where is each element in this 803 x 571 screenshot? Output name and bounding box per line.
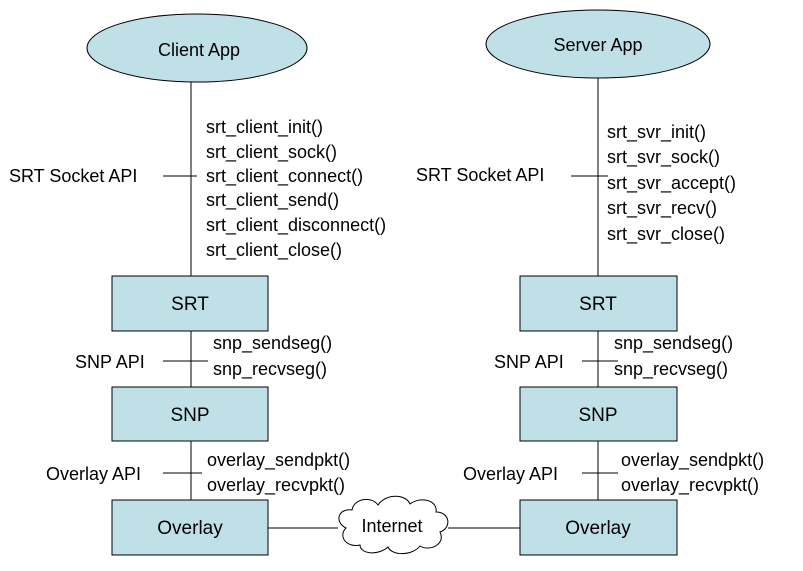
server-srt-rect [519,275,678,332]
client-app-label: Client App [158,40,240,60]
server-app-node: Server App [485,9,711,79]
client-snp-api-label: SNP API [75,352,145,372]
client-snp-function: snp_recvseg() [213,359,327,380]
client-srt-function: srt_client_send() [206,190,339,211]
internet-cloud: Internet [338,495,449,555]
server-overlay-box: Overlay [519,499,678,556]
server-overlay-api-label: Overlay API [463,464,558,484]
client-srt-api-label: SRT Socket API [9,166,137,186]
client-snp-rect [111,386,269,442]
client-srt-function: srt_client_disconnect() [206,215,386,236]
client-overlay-function: overlay_sendpkt() [207,450,350,471]
server-snp-box: SNP [519,386,678,442]
client-overlay-api-label: Overlay API [46,464,141,484]
client-overlay-label: Overlay [157,518,223,539]
server-srt-label: SRT [579,294,617,315]
server-overlay-rect [519,499,678,556]
server-snp-rect [519,386,678,442]
server-overlay-function: overlay_sendpkt() [621,450,764,471]
server-snp-function: snp_sendseg() [614,333,733,354]
server-srt-box: SRT [519,275,678,332]
server-snp-function: snp_recvseg() [614,359,728,380]
client-srt-box: SRT [111,275,269,332]
server-srt-function: srt_svr_close() [607,224,725,245]
client-srt-label: SRT [171,294,209,315]
client-srt-function: srt_client_close() [206,240,342,261]
server-srt-function: srt_svr_accept() [607,173,736,194]
client-overlay-box: Overlay [111,499,269,556]
server-srt-function: srt_svr_sock() [607,147,720,168]
client-srt-function: srt_client_sock() [206,142,337,163]
server-srt-api-label: SRT Socket API [416,165,544,185]
server-app-ellipse [485,9,711,79]
client-overlay-rect [111,499,269,556]
server-overlay-function: overlay_recvpkt() [621,475,759,496]
client-srt-rect [111,275,269,332]
internet-cloud-icon [338,495,449,555]
internet-label: Internet [361,516,422,536]
client-snp-label: SNP [170,405,209,426]
client-snp-function: snp_sendseg() [213,333,332,354]
client-app-ellipse [86,13,308,83]
server-snp-api-label: SNP API [494,352,564,372]
client-app-node: Client App [86,13,308,83]
client-srt-function: srt_client_init() [206,117,323,138]
server-srt-function: srt_svr_init() [607,122,706,143]
server-srt-functions: srt_svr_init() srt_svr_sock() srt_svr_ac… [607,122,736,245]
client-srt-functions: srt_client_init() srt_client_sock() srt_… [206,117,386,261]
client-srt-function: srt_client_connect() [206,166,363,187]
server-app-label: Server App [553,35,642,55]
server-snp-label: SNP [578,405,617,426]
server-overlay-label: Overlay [565,518,631,539]
client-snp-box: SNP [111,386,269,442]
client-overlay-function: overlay_recvpkt() [207,475,345,496]
server-srt-function: srt_svr_recv() [607,198,717,219]
